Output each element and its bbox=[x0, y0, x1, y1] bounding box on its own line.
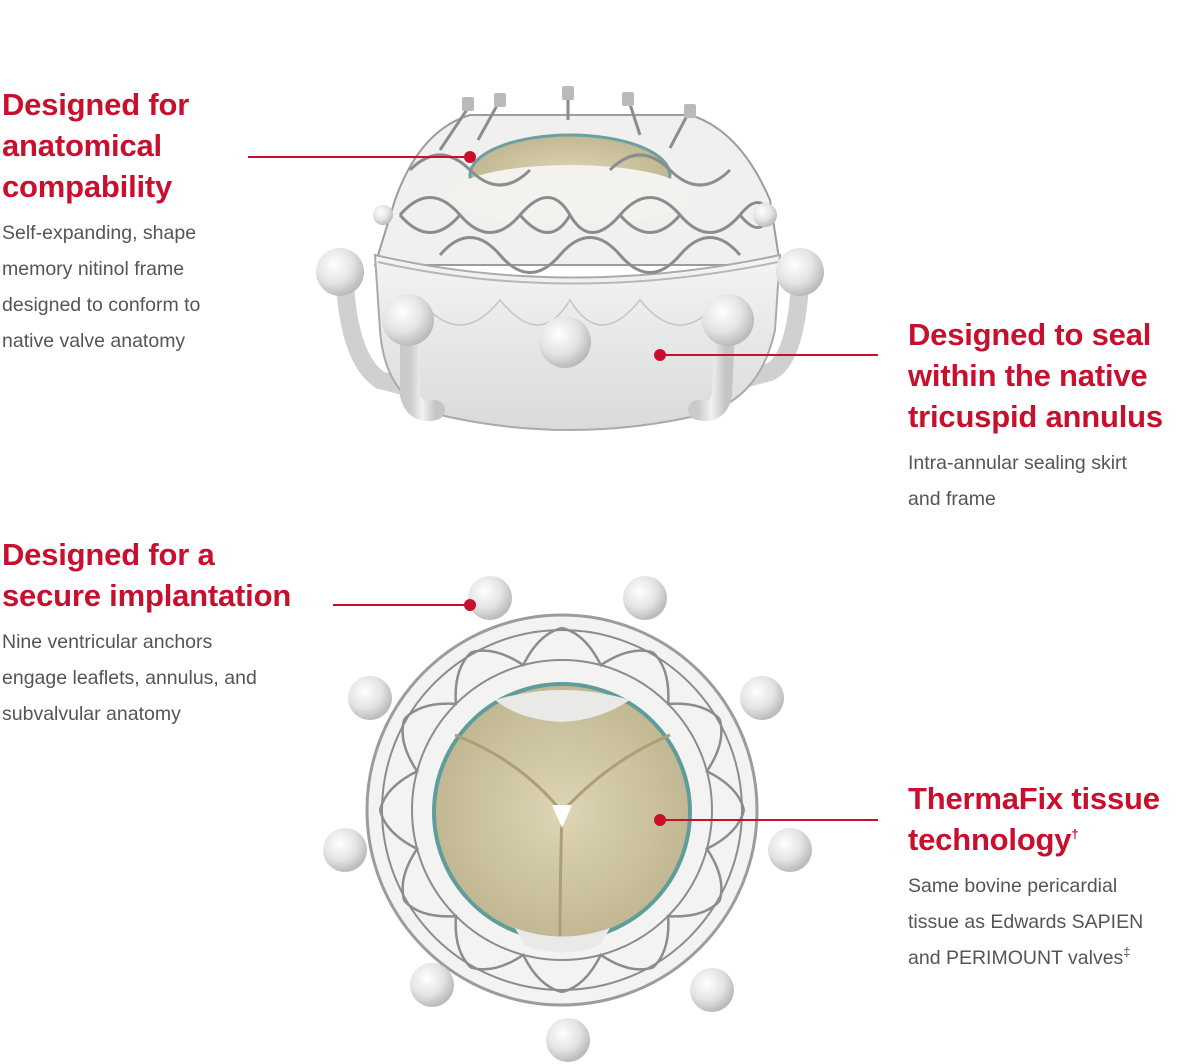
dagger-mark: † bbox=[1071, 826, 1079, 842]
leader-lines bbox=[248, 151, 878, 826]
frame-lattice bbox=[378, 626, 746, 994]
callout-body: Same bovine pericardial tissue as Edward… bbox=[908, 875, 1144, 969]
callout-secure-implantation: Designed for a secure implantation Nine … bbox=[2, 534, 322, 732]
callout-body: Self-expanding, shape memory nitinol fra… bbox=[2, 222, 201, 352]
callout-title: Designed for anatomical compability bbox=[2, 87, 190, 204]
double-dagger-mark: ‡ bbox=[1123, 944, 1131, 960]
valve-side-view bbox=[316, 86, 824, 450]
callout-body: Intra-annular sealing skirt and frame bbox=[908, 452, 1127, 510]
callout-title: Designed to seal within the native tricu… bbox=[908, 317, 1163, 434]
valve-top-view bbox=[323, 576, 812, 1062]
callout-anatomical-compatibility: Designed for anatomical compability Self… bbox=[2, 84, 262, 359]
callout-body: Nine ventricular anchors engage leaflets… bbox=[2, 631, 257, 725]
callout-seal-annulus: Designed to seal within the native tricu… bbox=[908, 314, 1198, 517]
callout-title: Designed for a secure implantation bbox=[2, 537, 292, 613]
callout-title: ThermaFix tissue technology† bbox=[908, 781, 1160, 857]
callout-thermafix-tissue: ThermaFix tissue technology† Same bovine… bbox=[908, 778, 1198, 976]
